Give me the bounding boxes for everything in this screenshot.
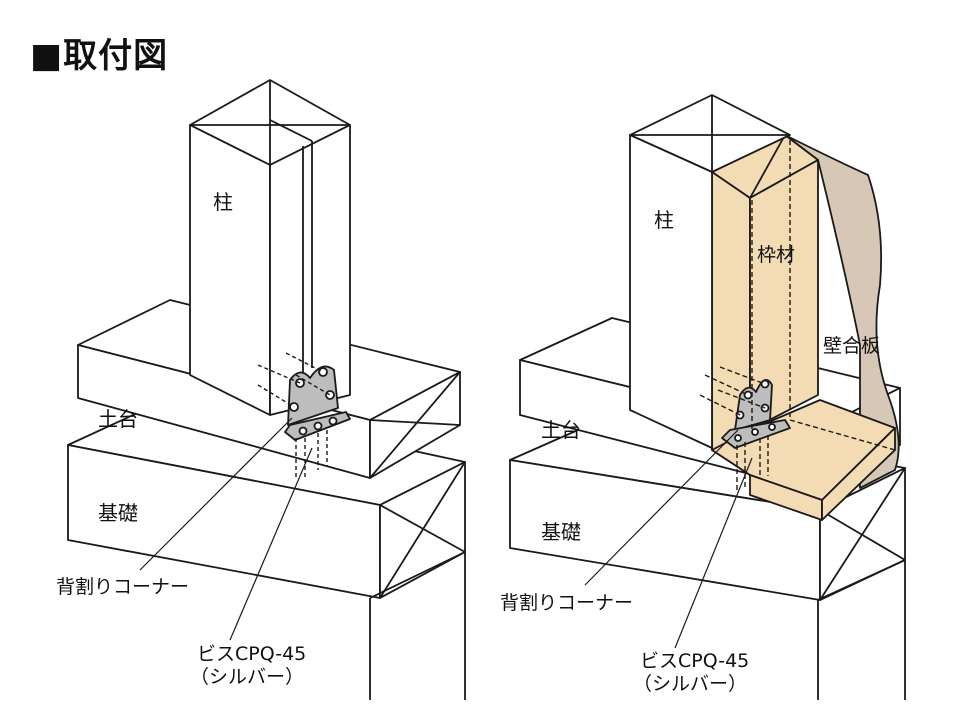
- left-screw-color: （シルバー）: [190, 666, 305, 688]
- page-title: ■取付図: [30, 36, 169, 76]
- right-screw-label: ビスCPQ-45: [640, 650, 750, 672]
- right-column: [629, 94, 791, 449]
- right-wall-board: [784, 134, 900, 489]
- right-column-label: 柱: [654, 208, 674, 232]
- left-bracket: [284, 365, 351, 441]
- right-foundation-label: 基礎: [541, 520, 581, 544]
- left-screw-label: ビスCPQ-45: [197, 643, 307, 665]
- left-sill-label: 土台: [98, 407, 138, 431]
- right-wall-board-label: 壁合板: [823, 335, 881, 357]
- left-foundation: [67, 397, 466, 700]
- right-figure: [509, 94, 906, 700]
- right-sill-label: 土台: [541, 418, 581, 442]
- right-frame-label: 枠材: [757, 244, 796, 266]
- left-screw-lines: [257, 352, 331, 480]
- left-column-label: 柱: [213, 190, 233, 214]
- right-bracket-label: 背割りコーナー: [500, 592, 634, 614]
- left-foundation-label: 基礎: [98, 501, 138, 525]
- left-figure: [67, 79, 466, 700]
- right-bracket: [721, 379, 791, 449]
- left-bracket-label: 背割りコーナー: [56, 576, 190, 598]
- right-frame: [711, 134, 896, 521]
- left-column: [189, 79, 351, 416]
- right-dashed-lines: [699, 140, 896, 490]
- right-screw-color: （シルバー）: [633, 673, 748, 695]
